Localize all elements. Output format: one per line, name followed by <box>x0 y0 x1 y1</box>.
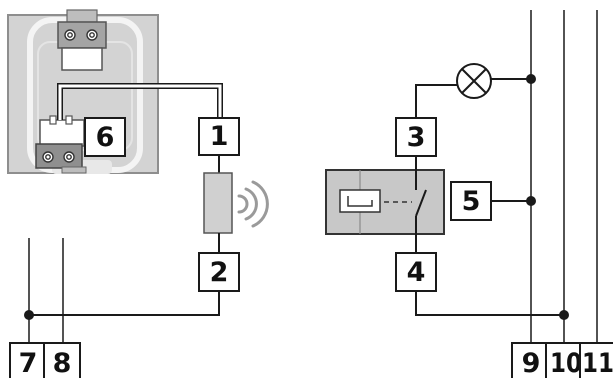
label-box-4 <box>395 252 437 292</box>
label-2: 2 <box>210 257 229 288</box>
label-9: 9 <box>522 348 541 378</box>
label-6: 6 <box>96 122 115 153</box>
label-8: 8 <box>53 348 72 378</box>
label-5: 5 <box>462 186 481 217</box>
antenna-wire <box>57 83 223 120</box>
label-3: 3 <box>407 122 426 153</box>
relay-module <box>325 169 445 235</box>
radio-waves-icon <box>237 180 269 228</box>
label-10: 10 <box>550 348 582 378</box>
upper-terminal-block <box>57 9 107 71</box>
junction-dot <box>559 310 569 320</box>
label-box-6 <box>84 117 126 157</box>
label-4: 4 <box>407 257 426 288</box>
junction-dot <box>526 74 536 84</box>
junction-dot <box>526 196 536 206</box>
label-box-11 <box>579 342 613 378</box>
label-box-9 <box>511 342 551 378</box>
label-1: 1 <box>210 121 229 152</box>
label-box-3 <box>395 117 437 157</box>
label-11: 11 <box>582 348 613 378</box>
wireless-component <box>203 172 233 234</box>
lower-terminal-block <box>35 115 87 174</box>
label-box-8 <box>43 342 81 378</box>
label-box-10 <box>545 342 583 378</box>
lamp-symbol-icon <box>456 63 492 99</box>
junction-dot <box>24 310 34 320</box>
label-box-5 <box>450 181 492 221</box>
label-7: 7 <box>19 348 38 378</box>
